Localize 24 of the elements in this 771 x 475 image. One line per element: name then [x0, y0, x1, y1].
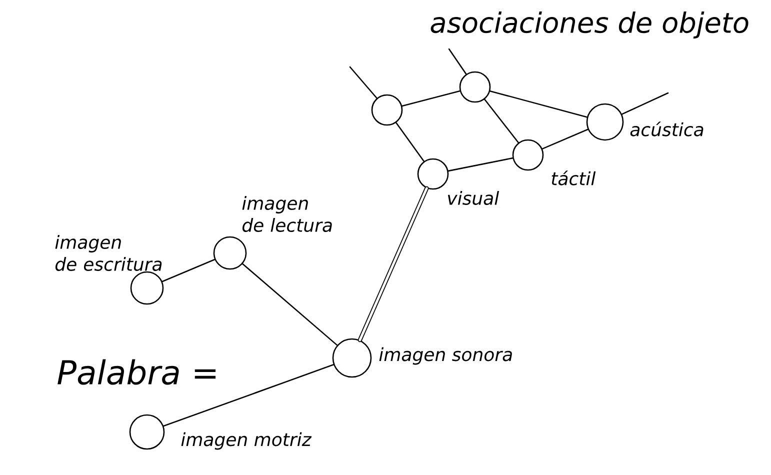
group-label: asociaciones de objeto — [430, 11, 748, 39]
connector-line — [242, 263, 338, 346]
connector-line — [542, 128, 588, 150]
connector-line — [448, 157, 514, 172]
node-label: imagen de escritura — [55, 235, 162, 271]
node-label: imagen de lectura — [242, 196, 332, 232]
connector-line — [162, 364, 334, 427]
connector-line — [621, 92, 669, 115]
connector-line — [484, 98, 520, 144]
connector-line — [349, 66, 378, 99]
node-label: imagen motriz — [181, 432, 312, 450]
double-line — [358, 186, 429, 342]
circle-node — [459, 71, 491, 103]
node-label: acústica — [630, 122, 704, 136]
circle-node — [371, 94, 403, 126]
term-label: Palabra = — [58, 359, 216, 385]
connector-line — [396, 122, 425, 162]
node-label: imagen sonora — [379, 347, 512, 365]
connector-line — [489, 90, 588, 118]
connector-line — [448, 48, 467, 75]
node-label: táctil — [552, 170, 596, 186]
connector-line — [402, 90, 461, 107]
connector-line — [162, 258, 216, 282]
node-label: visual — [448, 191, 500, 205]
